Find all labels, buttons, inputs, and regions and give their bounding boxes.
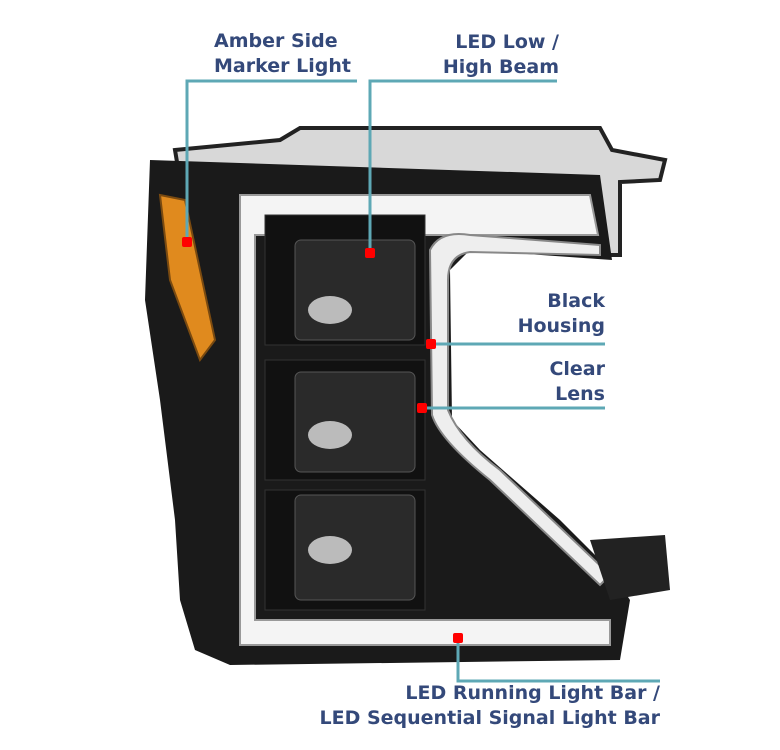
marker-dot-housing bbox=[426, 339, 436, 349]
label-clear-lens: Clear Lens bbox=[549, 358, 605, 405]
label-led-low-high-beam: LED Low / High Beam bbox=[442, 31, 559, 78]
label-amber-side-marker: Amber Side Marker Light bbox=[214, 30, 351, 77]
leader-running bbox=[456, 638, 660, 683]
label-running-light-bar: LED Running Light Bar / LED Sequential S… bbox=[319, 682, 660, 729]
label-black-housing: Black Housing bbox=[517, 290, 605, 337]
marker-dot-led-beam bbox=[365, 248, 375, 258]
marker-dot-amber bbox=[182, 237, 192, 247]
amber-marker bbox=[158, 193, 217, 363]
leader-led-beam bbox=[368, 79, 557, 253]
marker-dot-running bbox=[453, 633, 463, 643]
leader-amber bbox=[185, 79, 357, 242]
clear-lens-arm bbox=[428, 233, 612, 587]
running-light-bar bbox=[239, 194, 611, 646]
mount-bracket bbox=[590, 535, 670, 600]
marker-dot-lens bbox=[417, 403, 427, 413]
